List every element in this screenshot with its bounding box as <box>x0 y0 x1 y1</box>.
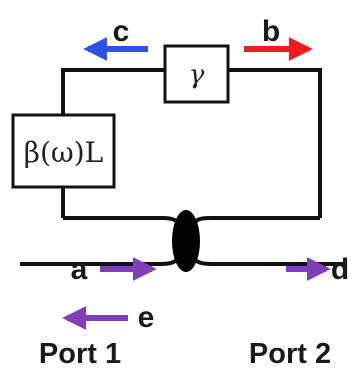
port-2-label: Port 2 <box>249 338 331 370</box>
ring-bottom-right-segment <box>190 216 320 228</box>
bus-waveguide-right <box>190 254 345 266</box>
coupler-node <box>172 210 200 272</box>
ring-top-right-segment <box>228 68 322 218</box>
wave-d-label: d <box>331 253 349 286</box>
port-1-label: Port 1 <box>39 338 121 370</box>
propagation-element-label: β(ω)L <box>24 136 103 169</box>
ring-top-left-segment <box>61 68 165 115</box>
gain-element-box <box>163 44 230 104</box>
wave-c-label: c <box>113 15 130 48</box>
propagation-element-box <box>11 113 116 189</box>
wave-a-label: a <box>71 253 88 286</box>
ring-bottom-left-segment <box>63 216 182 228</box>
wave-b-label: b <box>262 15 280 48</box>
bus-waveguide-left <box>20 254 182 266</box>
gain-element-label: γ <box>189 60 205 90</box>
wave-e-label: e <box>138 301 155 334</box>
